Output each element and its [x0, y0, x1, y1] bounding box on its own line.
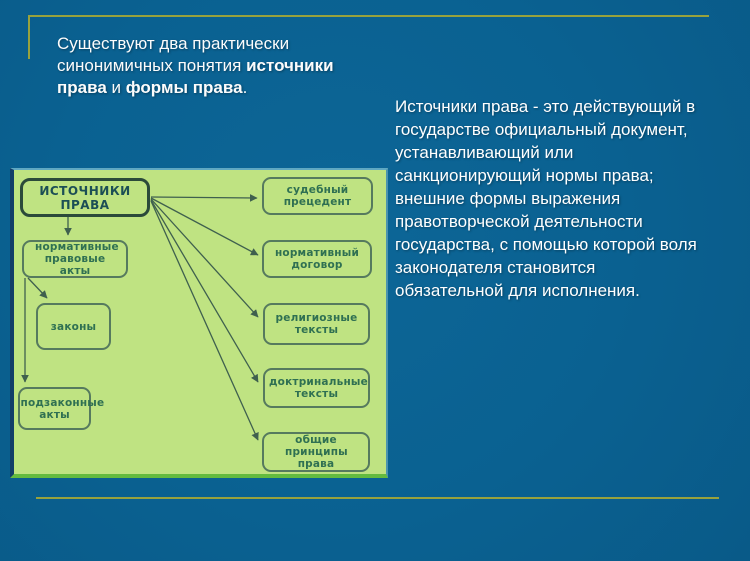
diagram-box-label: судебный прецедент	[283, 184, 352, 208]
left-accent-line	[28, 15, 30, 59]
diagram-box-religious-texts: религиозные тексты	[263, 303, 370, 345]
definition-line: правотворческой деятельности	[395, 212, 643, 231]
diagram-arrows	[21, 194, 259, 441]
definition-line: государстве официальный документ,	[395, 120, 688, 139]
diagram-box-label: общие принципы права	[285, 434, 348, 470]
definition-line: Источники права - это действующий в	[395, 97, 696, 116]
diagram-box-label: законы	[50, 320, 97, 333]
diagram-box-label: нормативные правовые акты	[35, 241, 119, 277]
diagram-box-label: доктринальные тексты	[269, 376, 368, 400]
definition-line: внешние формы выражения	[395, 189, 621, 208]
diagram-root-box: ИСТОЧНИКИ ПРАВА	[20, 178, 150, 217]
diagram-root-label: ИСТОЧНИКИ ПРАВА	[39, 183, 131, 212]
diagram-box-doctrinal-texts: доктринальные тексты	[263, 368, 370, 408]
definition-line: законодателя становится	[395, 258, 596, 277]
title-line-1: Существуют два практически	[57, 34, 290, 53]
diagram-box-laws: законы	[36, 303, 111, 350]
top-accent-line	[28, 15, 709, 17]
definition-line: обязательной для исполнения.	[395, 281, 640, 300]
definition-line: устанавливающий или	[395, 143, 574, 162]
title-line-3: права и формы права.	[57, 78, 248, 97]
diagram-box-normative-contract: нормативный договор	[262, 240, 372, 278]
diagram-box-judicial-precedent: судебный прецедент	[262, 177, 373, 215]
slide-title: Существуют два практически синонимичных …	[57, 33, 387, 99]
definition-line: санкционирующий нормы права;	[395, 166, 654, 185]
diagram-box-label: нормативный договор	[274, 247, 360, 271]
diagram-box-normative-legal-acts: нормативные правовые акты	[22, 240, 128, 278]
diagram-panel: ИСТОЧНИКИ ПРАВА нормативные правовые акт…	[10, 168, 388, 478]
title-line-2: синонимичных понятия источники	[57, 56, 334, 75]
definition-line: государства, с помощью которой воля	[395, 235, 697, 254]
diagram-box-label: подзаконные акты	[20, 396, 105, 421]
diagram-box-label: религиозные тексты	[275, 312, 358, 336]
definition-text: Источники права - это действующий в госу…	[395, 95, 745, 302]
diagram-box-general-principles: общие принципы права	[262, 432, 370, 472]
bottom-accent-line	[36, 497, 719, 499]
diagram-box-bylaws: подзаконные акты	[18, 387, 105, 430]
